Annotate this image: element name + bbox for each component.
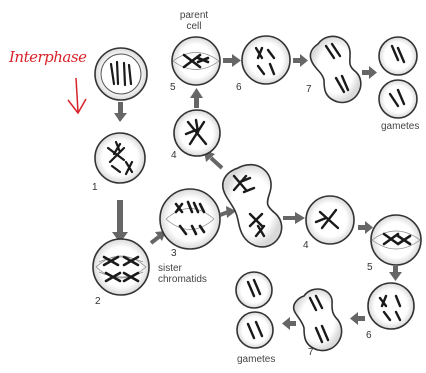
gamete-bottom-lower: [237, 312, 273, 348]
annotation-arrow: [68, 78, 86, 113]
stage-number-top-6: 6: [236, 82, 242, 93]
stage-number-bottom-6: 6: [366, 330, 372, 341]
gametes-top-label: gametes: [381, 121, 419, 132]
arrow-1-to-2: [112, 200, 128, 243]
cell-top-6: [242, 36, 290, 84]
sister-chromatids-line-2: chromatids: [158, 274, 207, 285]
sister-chromatids-label: sister chromatids: [158, 263, 207, 285]
arrow-top-6-to-7: [293, 54, 308, 67]
parent-cell-label-line-2: cell: [175, 21, 213, 32]
gamete-bottom-upper: [236, 272, 272, 308]
cell-top-5: [172, 37, 220, 85]
cell-bottom-7: [294, 289, 342, 350]
cell-bottom-6: [368, 283, 414, 329]
stage-number-bottom-7: 7: [308, 347, 314, 358]
stage-number-top-5: 5: [170, 82, 176, 93]
interphase-cell: [95, 48, 147, 100]
gametes-bottom-label: gametes: [237, 354, 275, 365]
cell-top-7: [310, 36, 360, 102]
stage-number-top-4: 4: [171, 150, 177, 161]
gamete-top-upper: [379, 37, 417, 75]
cell-stage-2: [93, 239, 149, 295]
stage-number-top-7: 7: [306, 84, 312, 95]
arrow-bottom-4-to-5: [358, 221, 373, 234]
stage-number-bottom-5: 5: [367, 262, 373, 273]
gamete-top-lower: [379, 80, 417, 118]
parent-cell-label: parent cell: [175, 10, 213, 32]
cell-stage-3: [160, 189, 220, 249]
arrow-top-4-to-5: [190, 88, 203, 108]
stage-number-left-2: 2: [95, 296, 101, 307]
arrow-bottom-7-to-gametes: [282, 317, 296, 330]
parent-cell-label-line-1: parent: [175, 10, 213, 21]
stage-number-left-1: 1: [92, 182, 98, 193]
cell-bottom-4: [306, 196, 354, 244]
cell-stage-1: [95, 133, 145, 183]
interphase-annotation: Interphase: [9, 48, 86, 66]
cell-bottom-5: [371, 215, 421, 265]
arrow-top-7-to-gametes: [362, 66, 377, 79]
stage-number-bottom-4: 4: [303, 240, 309, 251]
arrow-interphase-to-1: [114, 102, 127, 122]
arrow-division-to-bottom-4: [283, 212, 305, 224]
arrow-top-5-to-6: [223, 54, 241, 67]
stage-number-left-3: 3: [171, 248, 177, 259]
sister-chromatids-line-1: sister: [158, 263, 207, 274]
arrow-bottom-6-to-7: [350, 312, 365, 325]
cell-top-4: [174, 110, 220, 156]
cell-meiosis-1-division: [223, 165, 282, 247]
arrow-bottom-5-to-6: [389, 266, 402, 281]
